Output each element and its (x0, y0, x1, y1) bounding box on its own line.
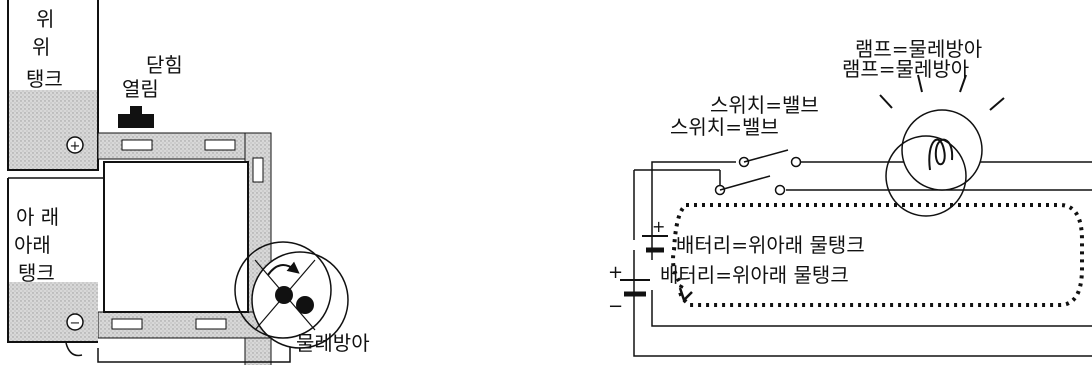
lower-tank-label-line3: 탱크 (18, 261, 55, 285)
plus-terminal-icon (66, 136, 84, 154)
wire (633, 250, 1092, 357)
lower-pipe (97, 311, 271, 339)
valve (118, 106, 154, 128)
flow-arrow-icon (121, 139, 153, 151)
electric-circuit: + + − 스위치=밸브 스위치=밸브 램프=물레방아 램프=물레방아 배터리=… (608, 37, 1092, 357)
valve-open-label: 열림 (122, 77, 159, 101)
minus-terminal-icon (66, 313, 84, 331)
current-flow-path (671, 203, 1084, 307)
switch (714, 149, 802, 196)
upper-tank-label-line2: 위 (32, 35, 50, 59)
battery-minus: − (608, 296, 623, 317)
battery-plus: + (652, 217, 665, 236)
flow-arrow-icon (204, 139, 236, 151)
lamp-label: 램프=물레방아 (855, 37, 982, 61)
flow-arrow-icon (252, 157, 264, 183)
lower-tank: − (7, 177, 104, 357)
battery-label: 배터리=위아래 물탱크 (676, 233, 865, 257)
battery: + + − (608, 217, 668, 317)
minus-sign: − (70, 316, 81, 331)
switch-label: 스위치=밸브 (710, 93, 819, 117)
wire (651, 290, 1092, 327)
lamp (879, 74, 1005, 217)
valve-close-label: 닫힘 (146, 53, 183, 77)
upper-tank: + (7, 0, 99, 171)
water-model: + − (7, 0, 370, 365)
waterwheel (234, 241, 349, 349)
upper-tank-label-line3: 탱크 (26, 67, 63, 91)
current-arrow-icon (678, 287, 693, 303)
waterwheel-label: 물레방아 (296, 331, 370, 355)
pipe-loop-interior (103, 161, 249, 313)
battery-plus-2: + (608, 262, 623, 283)
lower-tank-label-line2: 아래 (14, 233, 51, 257)
flow-arrow-icon (111, 318, 143, 330)
upper-tank-label-line1: 위 (36, 7, 54, 31)
upper-tank-label: 위 위 탱크 (26, 7, 63, 91)
lower-tank-label-line1: 아 래 (16, 205, 59, 229)
wire (651, 161, 736, 260)
upper-pipe (97, 132, 271, 160)
flow-arrow-icon (195, 318, 227, 330)
battery-label-2: 배터리=위아래 물탱크 (660, 263, 849, 287)
lamp-label-2: 램프=물레방아 (842, 57, 969, 81)
switch-label-2: 스위치=밸브 (670, 115, 779, 139)
lower-tank-label: 아 래 아래 탱크 (14, 205, 59, 285)
plus-sign: + (70, 139, 81, 154)
